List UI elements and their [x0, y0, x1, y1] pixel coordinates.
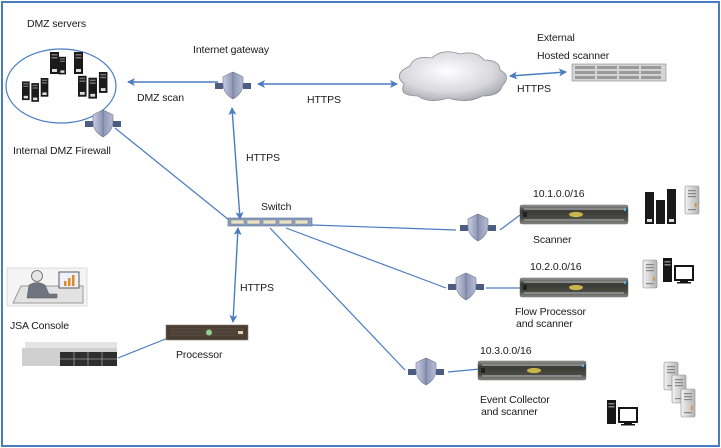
edge-fw3-event	[447, 368, 481, 373]
dmz-servers-group[interactable]	[5, 48, 117, 124]
scanner-firewall-icon[interactable]	[459, 213, 497, 242]
dmz-servers-label: DMZ servers	[27, 18, 86, 30]
flow-processor-firewall-icon[interactable]	[447, 272, 485, 301]
switch-icon[interactable]	[227, 217, 313, 227]
event-collector-subnet-label: 10.3.0.0/16	[480, 345, 532, 357]
jsa-console-user-icon	[6, 267, 88, 307]
edge-switch-flow	[285, 227, 447, 289]
connections	[114, 68, 567, 373]
event-collector-appliance-icon[interactable]	[477, 360, 587, 381]
event-collector-firewall-icon[interactable]	[407, 357, 445, 386]
external-label: External	[537, 32, 575, 44]
edge-console-processor	[117, 337, 169, 359]
https-cloud-external-label: HTTPS	[517, 83, 551, 95]
internal-dmz-firewall-label: Internal DMZ Firewall	[13, 145, 111, 157]
dmz-ellipse	[5, 48, 117, 124]
flow-processor-appliance-icon[interactable]	[519, 277, 629, 298]
edge-fw1-scanner	[499, 214, 521, 231]
jsa-console-label: JSA Console	[10, 320, 70, 332]
edge-cloud-external	[509, 68, 567, 80]
external-scanner-icon[interactable]	[571, 63, 667, 82]
scanner-endpoints-icon	[645, 185, 700, 224]
internet-cloud-icon	[398, 51, 507, 101]
processor-label: Processor	[176, 349, 223, 361]
flow-processor-label: Flow Processor	[515, 306, 586, 318]
edge-switch-processor	[229, 227, 242, 323]
edge-switch-scanner	[311, 224, 457, 231]
switch-label: Switch	[261, 201, 292, 213]
https-gateway-switch-label: HTTPS	[246, 152, 280, 164]
edge-dmzfw-switch	[114, 127, 230, 221]
dmz-scan-label: DMZ scan	[137, 92, 185, 104]
server-icon	[78, 72, 108, 99]
scanner-label: Scanner	[533, 234, 572, 246]
flow-processor-endpoints-icon	[642, 257, 694, 289]
scanner-subnet-label: 10.1.0.0/16	[533, 188, 585, 200]
internet-gateway-firewall-icon[interactable]	[214, 71, 252, 100]
event-collector-endpoints-icon	[606, 361, 696, 427]
flow-processor-subnet-label: 10.2.0.0/16	[530, 261, 582, 273]
processor-appliance-icon[interactable]	[165, 324, 249, 341]
internal-dmz-firewall-icon[interactable]	[84, 109, 122, 138]
https-gateway-cloud-label: HTTPS	[307, 94, 341, 106]
https-switch-processor-label: HTTPS	[240, 282, 274, 294]
jsa-console-server-icon[interactable]	[22, 342, 117, 366]
server-icon	[22, 78, 49, 102]
event-collector-label-line2: and scanner	[481, 406, 538, 418]
server-icon	[50, 52, 83, 75]
scanner-appliance-icon[interactable]	[519, 204, 629, 225]
hosted-scanner-label: Hosted scanner	[537, 50, 610, 62]
flow-processor-label-line2: and scanner	[516, 318, 573, 330]
event-collector-label: Event Collector	[480, 394, 550, 406]
edge-switch-event	[269, 227, 406, 371]
edge-gateway-switch	[228, 107, 244, 220]
internet-gateway-label: Internet gateway	[193, 44, 270, 56]
